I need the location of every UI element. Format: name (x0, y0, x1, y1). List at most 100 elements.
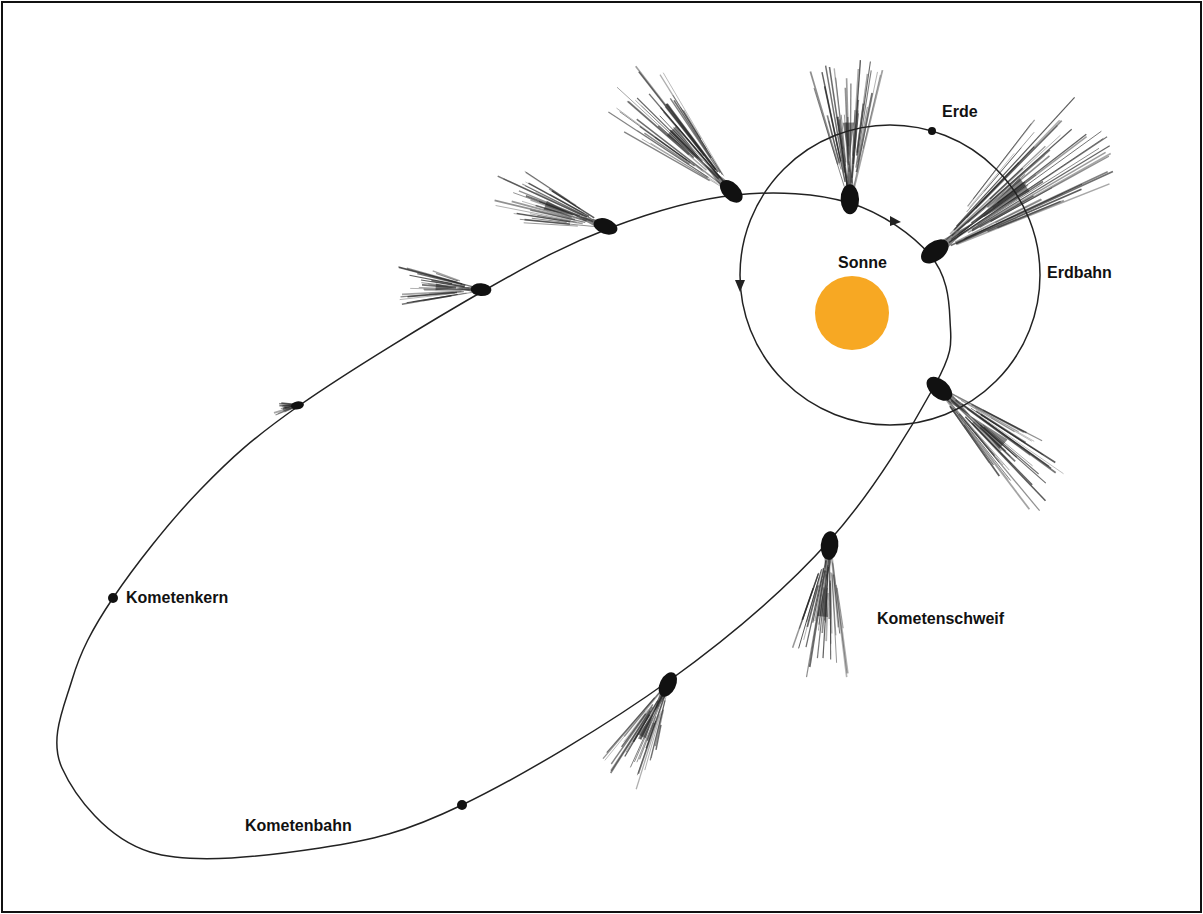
comet-tail (684, 110, 701, 139)
comet-tail (863, 75, 880, 149)
comet-tail (804, 568, 823, 640)
comet-tail (951, 396, 1064, 474)
comet-head (716, 176, 747, 207)
comet-tail (529, 183, 590, 216)
comet-tail (854, 70, 883, 189)
comet-tail (853, 72, 877, 190)
comet-tail (661, 108, 721, 178)
sun-label: Sonne (836, 254, 889, 272)
comet-tail (802, 588, 813, 620)
comet-tail (617, 108, 704, 172)
comet-tail (968, 152, 1106, 232)
comet-head (470, 283, 492, 297)
comet-orbit (57, 193, 951, 859)
comet-tail (410, 288, 476, 289)
planet-label: Erde (940, 103, 980, 121)
comet-tail (847, 78, 850, 172)
comet-nucleus (457, 800, 467, 810)
comet-tail (857, 93, 873, 172)
comet-tail (953, 408, 1011, 481)
comet-tail (667, 104, 718, 172)
comet-tail (603, 692, 660, 759)
comet-tail (832, 558, 847, 677)
part-label: Kometenkern (124, 589, 230, 607)
comet-tail (402, 291, 462, 294)
orbit-label: Erdbahn (1045, 264, 1114, 282)
comet-tail (639, 692, 664, 739)
part-label: Kometenschweif (875, 610, 1006, 628)
comet-tail (433, 271, 460, 281)
comet-tail (950, 402, 1010, 471)
comets (274, 60, 1113, 789)
comet-tail (832, 573, 837, 663)
comet-tail (419, 287, 463, 289)
comet-tail (681, 107, 723, 174)
comet-head (922, 372, 957, 405)
comet-tail (964, 425, 993, 465)
comet-tail (673, 95, 723, 175)
orbit-label: Kometenbahn (243, 817, 354, 835)
orbit-arrow (735, 280, 745, 292)
comet-tail (951, 172, 1113, 246)
comet-tail (799, 569, 822, 648)
comet-tail (830, 67, 848, 185)
comet-tail (617, 87, 694, 157)
comet-tail (399, 268, 474, 288)
comet-tail (972, 146, 1110, 230)
comet-tail (847, 117, 849, 146)
comet-tail (849, 83, 851, 184)
comet-tail (525, 172, 570, 202)
orbit-arrow (890, 216, 901, 226)
comet-tail (834, 68, 847, 184)
comet-tail (806, 568, 824, 647)
comet-head (819, 530, 839, 560)
comet-tail (967, 409, 1030, 455)
comet-head (917, 234, 953, 268)
comet-tail (641, 106, 719, 181)
comet-tail (666, 104, 716, 169)
comet-tail (624, 709, 648, 741)
comet-tail (947, 401, 1030, 510)
comet-tail (674, 100, 711, 158)
comet-tail (436, 274, 458, 281)
comet-tail (856, 70, 871, 167)
comet-tail (799, 574, 818, 628)
comet-tail (832, 575, 836, 636)
comet-tail (950, 393, 1027, 433)
comet-head (840, 184, 859, 214)
comet-tail (957, 131, 1101, 235)
comet-tail (947, 399, 1040, 511)
comet-head (655, 669, 681, 699)
comet-tail (605, 711, 645, 760)
earth-dot (928, 127, 936, 135)
comet-tail (965, 417, 1045, 501)
comet-tail (611, 705, 653, 765)
comet-nucleus (108, 593, 118, 603)
comet-tail (670, 98, 720, 172)
comet-tail (658, 126, 694, 158)
comet-tail (964, 184, 1082, 239)
comet-tail (990, 168, 1023, 199)
comet-head (290, 400, 304, 410)
comet-tail (833, 563, 847, 673)
comet-tail (622, 714, 646, 747)
comet-tail (950, 406, 999, 476)
comet-tail (948, 397, 1046, 484)
comet-tail (836, 585, 848, 674)
comet-tail (997, 201, 1064, 228)
comet-tail (957, 184, 1110, 245)
comet-tail (663, 73, 724, 177)
comet-tail (522, 184, 590, 218)
comet-tail (407, 268, 457, 282)
comet-tail (649, 94, 723, 181)
comet-tail (955, 199, 1041, 242)
comet-head (591, 215, 619, 238)
comet-tail (639, 72, 716, 170)
comet-tail (976, 411, 1026, 443)
comet-tail (793, 574, 819, 648)
comet-tail (961, 400, 1014, 431)
sun (815, 276, 889, 350)
comet-tail (830, 583, 832, 644)
